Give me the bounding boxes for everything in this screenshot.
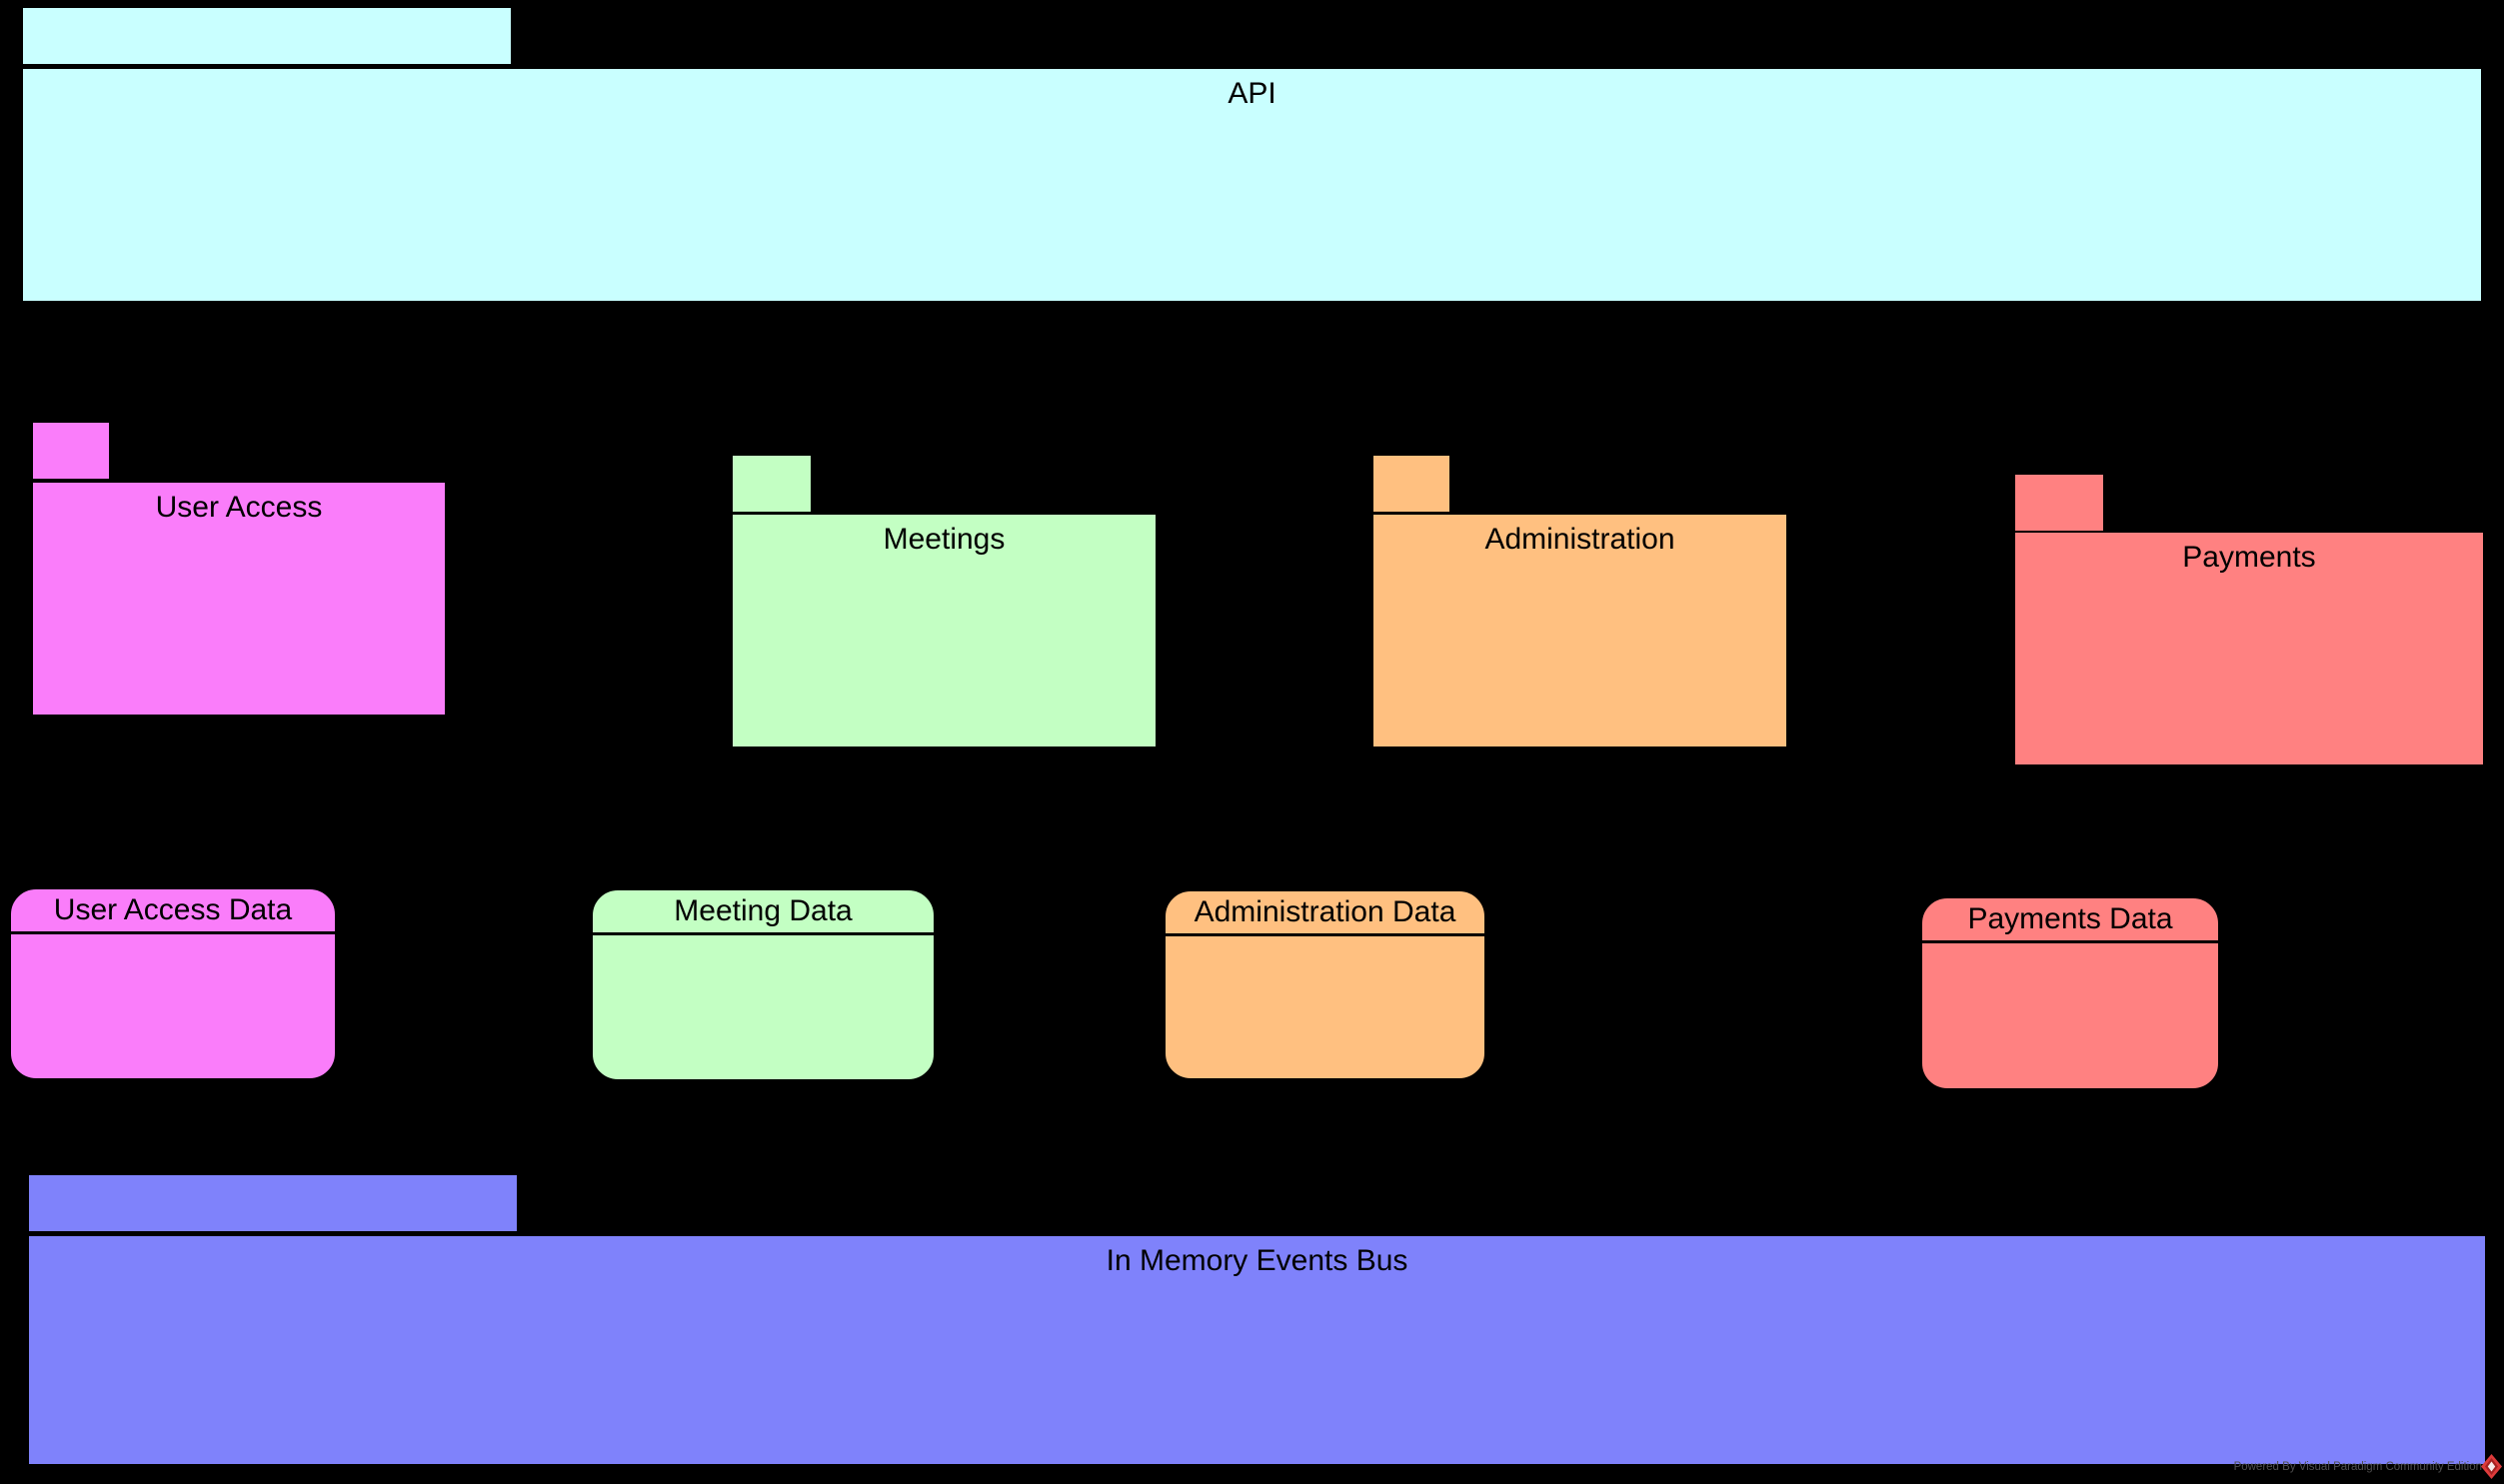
datastore-administration-data-body	[1166, 936, 1484, 1078]
datastore-meeting-data-title: Meeting Data	[593, 890, 934, 935]
package-user-access-body: User Access	[32, 482, 446, 716]
datastore-payments-data-body	[1922, 943, 2218, 1088]
package-administration-tab	[1372, 455, 1450, 513]
datastore-payments-data: Payments Data	[1919, 895, 2221, 1091]
datastore-administration-data-title: Administration Data	[1166, 891, 1484, 936]
datastore-payments-data-title: Payments Data	[1922, 898, 2218, 943]
datastore-user-access-data-body	[11, 934, 335, 1078]
package-payments-label: Payments	[2182, 541, 2316, 574]
package-administration-body: Administration	[1372, 514, 1787, 747]
watermark-text: Powered By Visual Paradigm Community Edi…	[2233, 1461, 2482, 1473]
package-api-label: API	[1228, 77, 1276, 110]
package-meetings-label: Meetings	[883, 523, 1006, 556]
visual-paradigm-logo-icon	[2481, 1454, 2502, 1479]
datastore-meeting-data-body	[593, 935, 934, 1079]
datastore-user-access-data: User Access Data	[8, 886, 338, 1081]
package-in-memory-events-bus-body: In Memory Events Bus	[28, 1235, 2486, 1465]
package-payments-tab	[2014, 474, 2104, 532]
package-administration-label: Administration	[1484, 523, 1675, 556]
package-in-memory-events-bus-label: In Memory Events Bus	[1106, 1244, 1408, 1277]
package-api-tab	[22, 7, 512, 65]
package-meetings-tab	[732, 455, 812, 513]
package-meetings-body: Meetings	[732, 514, 1157, 747]
package-user-access-label: User Access	[155, 491, 323, 524]
datastore-administration-data: Administration Data	[1163, 888, 1487, 1081]
package-user-access-tab	[32, 422, 110, 480]
package-payments-body: Payments	[2014, 532, 2484, 765]
datastore-meeting-data: Meeting Data	[590, 887, 937, 1082]
package-in-memory-events-bus-tab	[28, 1174, 518, 1232]
datastore-user-access-data-title: User Access Data	[11, 889, 335, 934]
package-api-body: API	[22, 68, 2482, 302]
